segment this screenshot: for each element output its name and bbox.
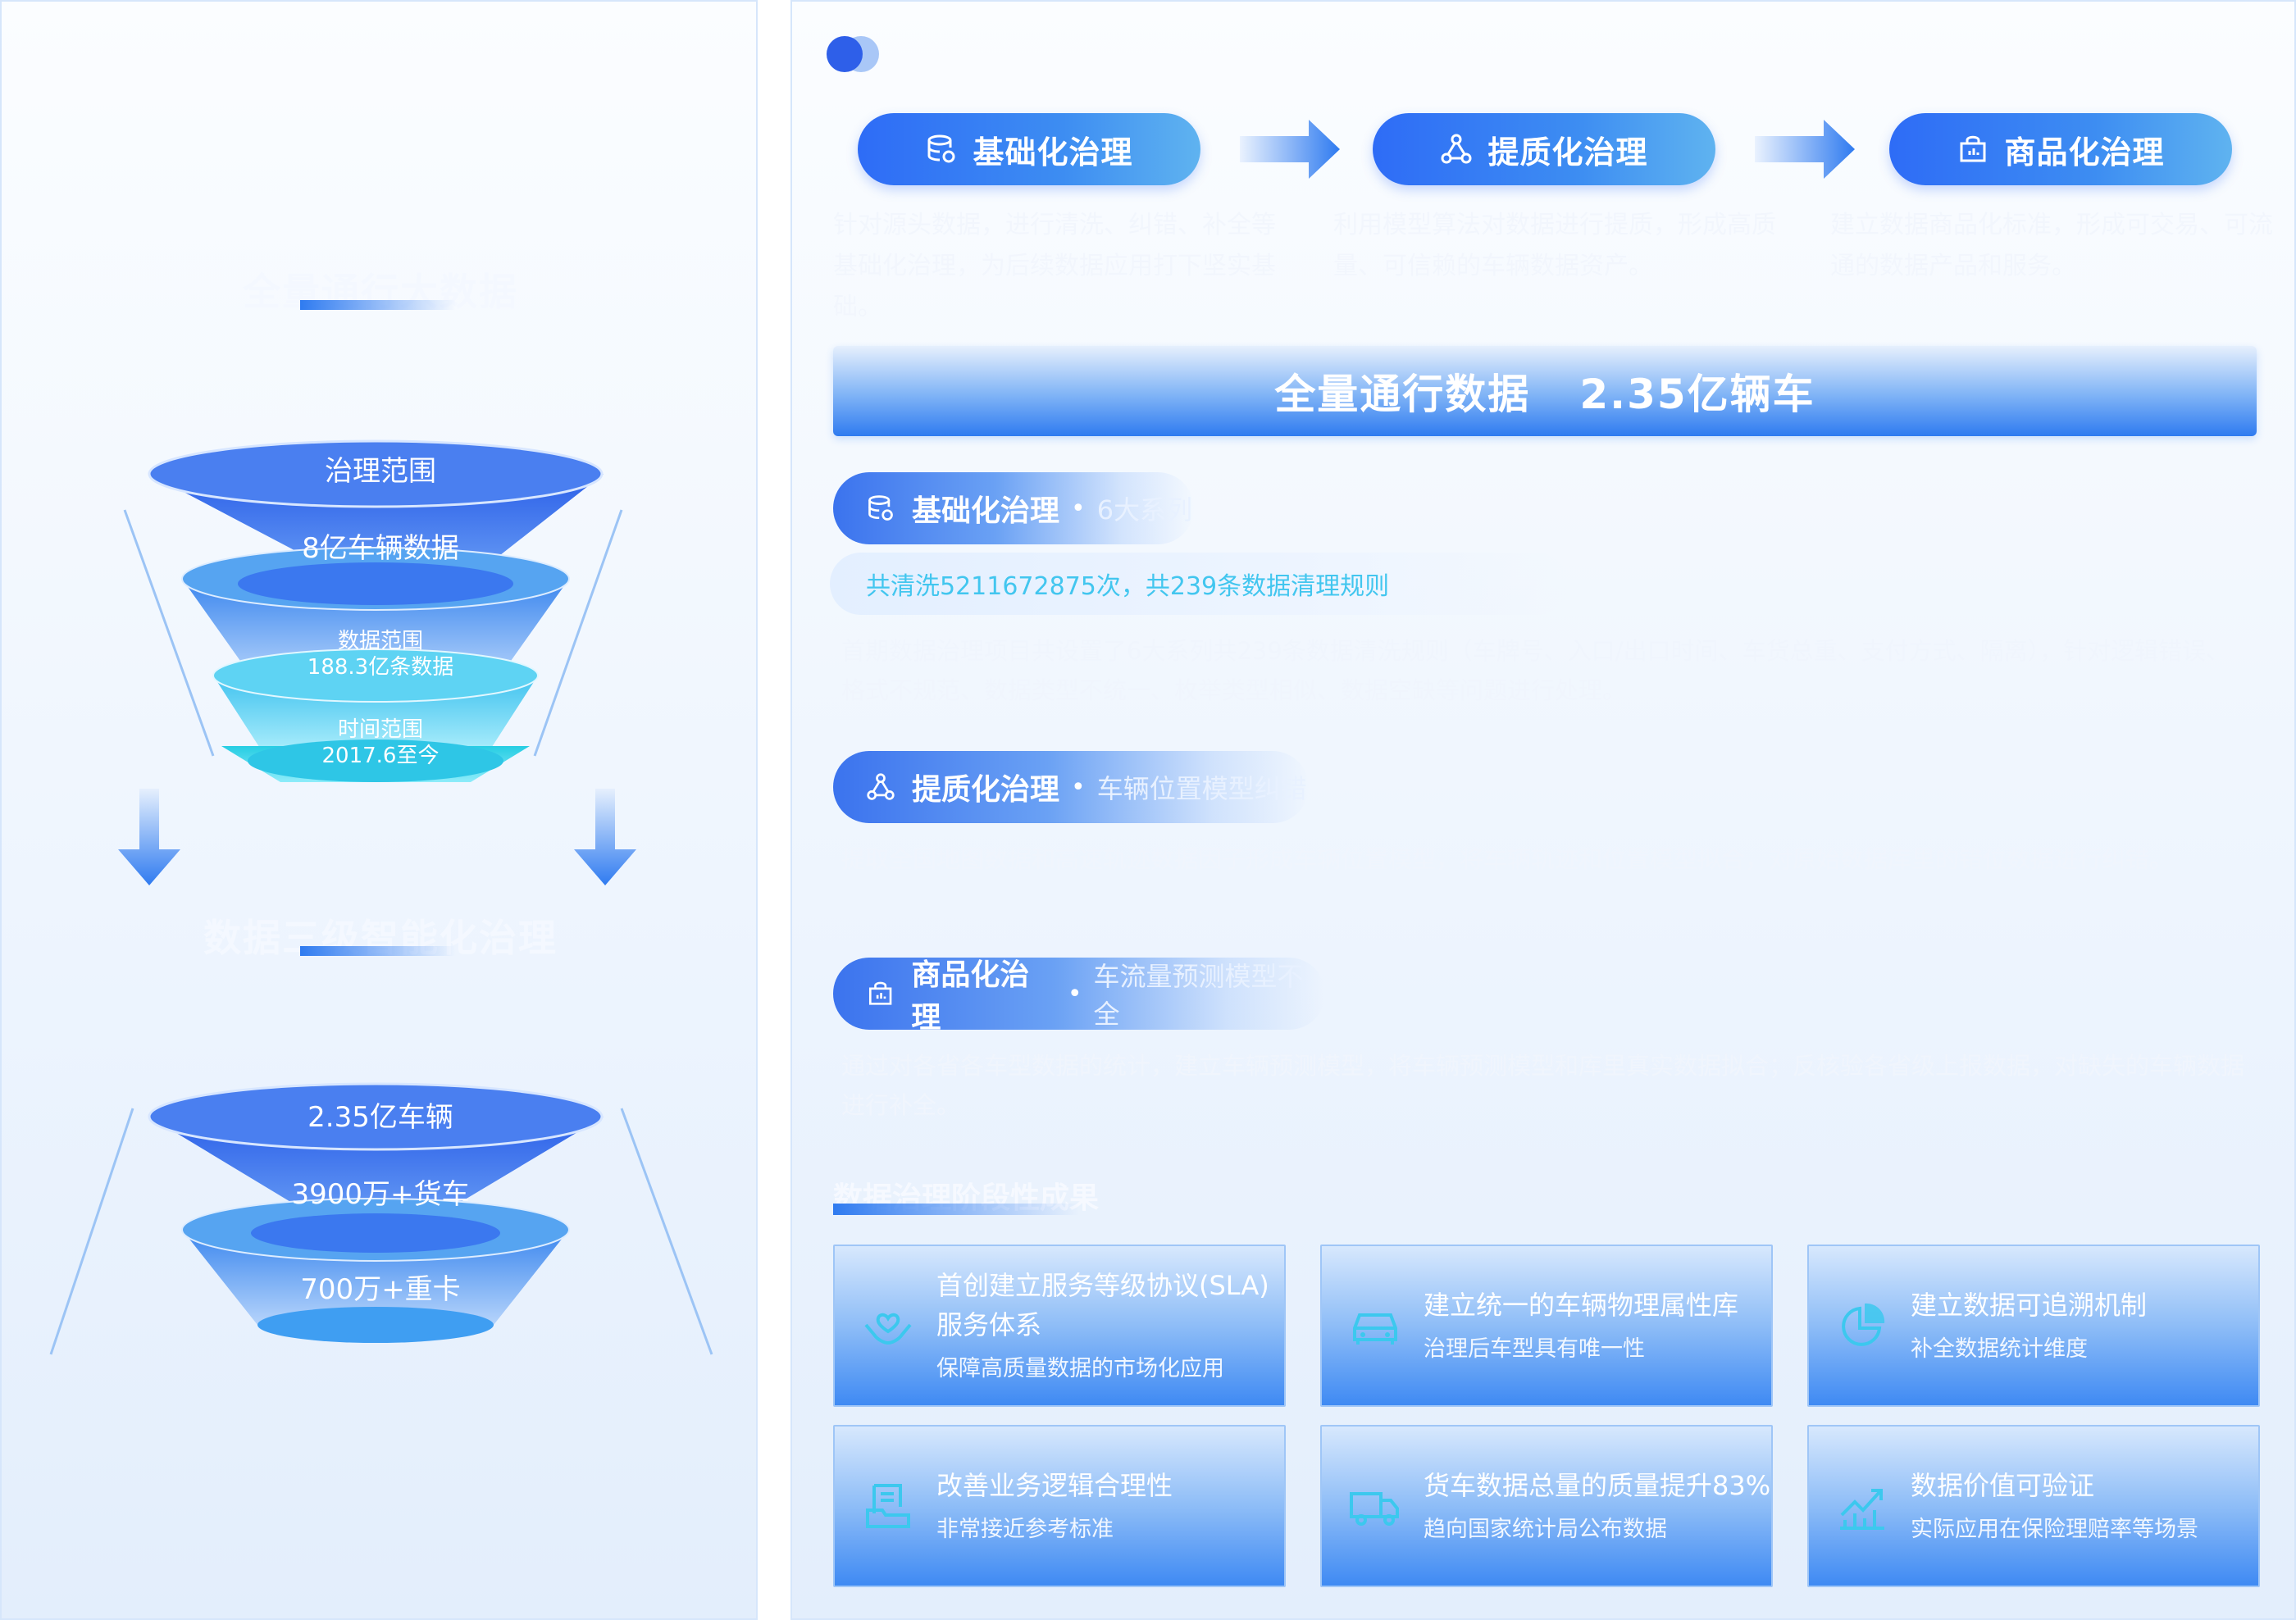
section-title: 基础化治理	[912, 494, 1060, 528]
stage-pill-label: 商品化治理	[2004, 134, 2165, 171]
result-card-truck-quality: 货车数据总量的质量提升83% 趋向国家统计局公布数据	[1320, 1425, 1773, 1587]
funnel-top-layer4-value: 2017.6至今	[321, 744, 440, 768]
section-desc-quality: 提取全国地图数据和高速轨迹数据因子形成车辆位置模型，将车辆轨迹和位置模型拟合，对…	[841, 845, 2174, 873]
section-title: 商品化治理	[911, 958, 1030, 1035]
pie-chart-icon	[1842, 1303, 1885, 1346]
clean-stat-box: 共清洗5211672875次，共239条数据清理规则	[830, 553, 1568, 615]
stage-pill-label: 基础化治理	[973, 134, 1133, 171]
result-card-subtitle: 实际应用在保险理赔率等场景	[1911, 1517, 2198, 1542]
result-card-subtitle: 趋向国家统计局公布数据	[1424, 1517, 1667, 1542]
result-card-verifiable-value: 数据价值可验证 实际应用在保险理赔率等场景	[1807, 1425, 2260, 1587]
shopping-bag-icon	[868, 981, 892, 1005]
section-tag-commodity: 商品化治理 • 车流量预测模型不全	[833, 958, 1325, 1035]
down-arrow-icon	[118, 789, 180, 885]
funnel-top-layer1-label: 治理范围	[325, 455, 436, 488]
stage-pill-label: 提质化治理	[1487, 134, 1648, 171]
stage-pill-basic[interactable]: 基础化治理	[858, 113, 1200, 185]
section-tag-basic: 基础化治理 • 6大系列	[833, 472, 1194, 544]
stage-desc-commodity: 建立数据商品化标准，形成可交易、可流通的数据产品和服务。	[1830, 211, 2273, 280]
stage-desc-quality: 利用模型算法对数据进行提质，形成高质量、可信赖的车辆数据资产。	[1333, 211, 1776, 280]
funnel-top-layer4-title: 时间范围	[337, 717, 423, 742]
result-card-subtitle: 补全数据统计维度	[1911, 1336, 2088, 1362]
result-card-title: 货车数据总量的质量提升83%	[1424, 1470, 1771, 1501]
funnel-top-layer3-value: 188.3亿条数据	[307, 655, 454, 680]
left-title-bottom-underline	[300, 946, 456, 956]
banner-value: 2.35亿辆车	[1579, 371, 1815, 418]
result-card-title: 改善业务逻辑合理性	[936, 1470, 1173, 1501]
funnel-bottom-layer2-label: 3900万+货车	[291, 1178, 470, 1211]
right-arrow-icon	[1240, 120, 1340, 179]
growth-chart-icon	[1840, 1489, 1884, 1530]
database-icon	[868, 495, 893, 521]
database-icon	[927, 134, 955, 163]
network-icon	[1441, 134, 1472, 164]
section-subtitle: 6大系列	[1096, 494, 1193, 526]
funnel-top-layer3-title: 数据范围	[337, 629, 423, 653]
section-dot: •	[1071, 772, 1086, 802]
banner-title: 全量通行数据	[1274, 371, 1531, 418]
left-panel: 全量通行大数据	[0, 0, 758, 1620]
total-data-banner: 全量通行数据 2.35亿辆车	[833, 346, 2257, 436]
section-subtitle: 车辆位置模型纠错	[1096, 773, 1307, 804]
section-tag-quality: 提质化治理 • 车辆位置模型纠错	[833, 751, 1309, 823]
document-icon	[866, 1484, 910, 1528]
result-card-subtitle: 非常接近参考标准	[936, 1517, 1114, 1542]
section-subtitle: 车流量预测模型不全	[1093, 961, 1304, 1030]
section-desc-commodity: 通过对各省各车型数据的统计，建立车辆预测模型，将车辆预测模型和库里真实数据拟合；…	[841, 1052, 2245, 1119]
result-card-traceability: 建立数据可追溯机制 补全数据统计维度	[1807, 1245, 2260, 1407]
result-card-logic: 改善业务逻辑合理性 非常接近参考标准	[833, 1425, 1286, 1587]
result-card-subtitle: 治理后车型具有唯一性	[1424, 1336, 1645, 1362]
left-title-top-underline	[300, 300, 456, 310]
result-card-subtitle: 保障高质量数据的市场化应用	[936, 1356, 1224, 1381]
network-icon	[867, 773, 895, 800]
funnel-bottom-layer3-label: 700万+重卡	[300, 1273, 461, 1306]
result-card-title: 建立统一的车辆物理属性库	[1424, 1290, 1739, 1321]
right-arrow-icon	[1755, 120, 1855, 179]
car-icon	[1353, 1313, 1397, 1345]
result-card-vehicle-library: 建立统一的车辆物理属性库 治理后车型具有唯一性	[1320, 1245, 1773, 1407]
section-dot: •	[1071, 494, 1086, 523]
section-title: 提质化治理	[912, 773, 1060, 807]
stage-pill-quality[interactable]: 提质化治理	[1373, 113, 1715, 185]
section-desc-basic: 首期数据治理项目共设置了6大系列共239条数据清洗规则（车牌号、入口/出口时间、…	[841, 637, 2230, 704]
results-heading-underline	[833, 1204, 1079, 1215]
right-panel: 基础化治理 提质化治理 商品化治理 针对源头数据，进行清洗、纠错、补全等基础化治…	[790, 0, 2296, 1620]
funnel-bottom-graphic	[49, 1082, 713, 1355]
result-card-title: 建立数据可追溯机制	[1911, 1290, 2148, 1321]
stage-desc-basic: 针对源头数据，进行清洗、纠错、补全等基础化治理，为后续数据应用打下坚实基础。	[833, 211, 1276, 321]
truck-icon	[1350, 1492, 1399, 1526]
funnel-bottom-layer1-label: 2.35亿车辆	[308, 1101, 453, 1134]
result-card-sla: 首创建立服务等级协议(SLA)服务体系 保障高质量数据的市场化应用	[833, 1245, 1286, 1407]
funnel-top-layer2-label: 8亿车辆数据	[302, 532, 459, 565]
section-dot: •	[1067, 979, 1082, 1008]
result-card-title: 首创建立服务等级协议(SLA)服务体系	[936, 1270, 1269, 1340]
result-card-title: 数据价值可验证	[1911, 1470, 2095, 1501]
stage-pill-commodity[interactable]: 商品化治理	[1889, 113, 2232, 185]
funnel-top-graphic	[123, 439, 623, 782]
shopping-bag-icon	[1960, 135, 1986, 162]
heart-hands-icon	[864, 1313, 912, 1345]
dots-ornament-icon	[827, 36, 879, 72]
down-arrow-icon	[574, 789, 636, 885]
